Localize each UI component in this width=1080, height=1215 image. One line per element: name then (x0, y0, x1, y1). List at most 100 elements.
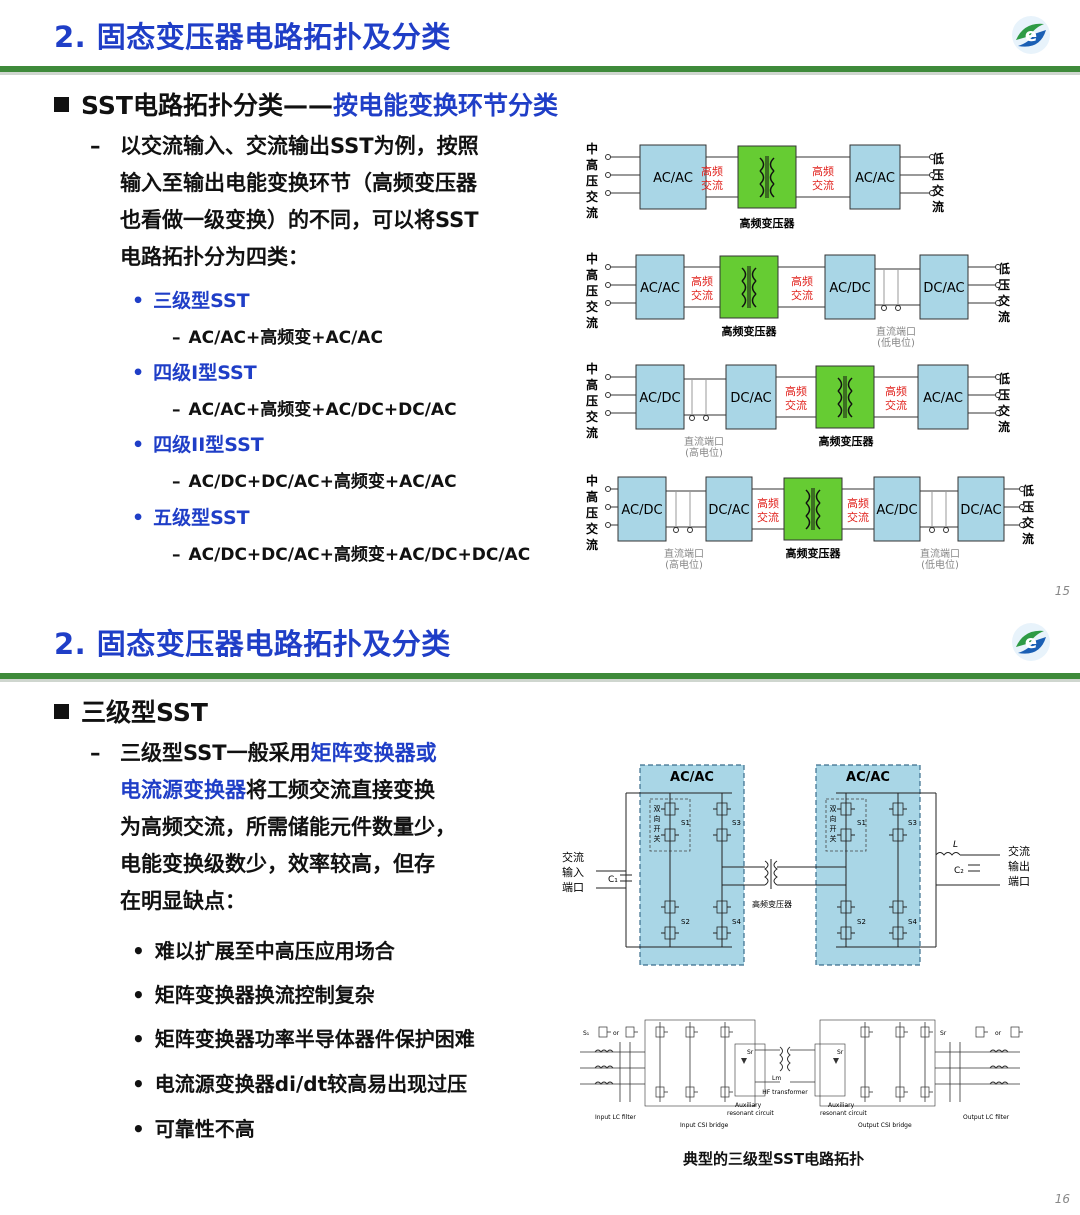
hf-ac-label: 高频 (812, 164, 834, 178)
drawback-item: 电流源变换器di/dt较高易出现过压 (132, 1068, 467, 1097)
mv-label: 交 (586, 521, 598, 536)
input-port-label: 输入 (562, 865, 584, 879)
mv-label: 交 (586, 189, 598, 204)
converter-label: DC/AC (923, 281, 964, 296)
winding (741, 267, 747, 282)
type-detail: AC/DC+DC/AC+高频变+AC/AC (172, 467, 457, 492)
converter-block (849, 144, 901, 210)
mv-label: 压 (586, 174, 598, 188)
mv-label: 中 (586, 473, 598, 488)
square-bullet-icon (54, 704, 69, 719)
output-port-label: 端口 (1008, 875, 1030, 888)
converter-block (919, 254, 969, 320)
winding (773, 860, 778, 886)
lv-label: 低 (997, 261, 1010, 276)
switch-label: S2 (857, 918, 866, 926)
page-number: 15 (1054, 584, 1070, 598)
winding (751, 280, 757, 295)
header-rule (0, 673, 1080, 679)
dc-port-label: 直流端口 (664, 547, 704, 560)
header-rule-shadow (0, 72, 1080, 75)
type-detail: AC/AC+高频变+AC/AC (172, 323, 383, 348)
terminal (995, 264, 1001, 270)
mv-label: 中 (586, 141, 598, 156)
hf-ac-label: 高频 (757, 496, 779, 510)
section-highlight: 按电能变换环节分类 (332, 91, 558, 120)
switch-label: S3 (732, 819, 741, 827)
converter-label: DC/AC (730, 391, 771, 406)
terminal (605, 172, 611, 178)
mv-label: 流 (586, 315, 598, 330)
section-text: SST电路拓扑分类—— (81, 91, 333, 120)
mv-label: 交 (586, 299, 598, 314)
converter-label: AC/AC (855, 171, 895, 186)
terminal (895, 305, 901, 311)
winding (815, 515, 821, 530)
intro-line: 以交流输入、交流输出SST为例，按照 (120, 134, 479, 158)
inductor-symbol (935, 852, 961, 856)
mv-label: 中 (586, 361, 598, 376)
hf-ac-label: 高频 (885, 384, 907, 398)
mv-label: 压 (586, 506, 598, 520)
slide-title: 2. 固态变压器电路拓扑及分类 (54, 627, 451, 661)
slide-title: 2. 固态变压器电路拓扑及分类 (54, 20, 451, 54)
intro-line: 为高频交流，所需储能元件数量少， (120, 815, 456, 839)
drawback-item: 矩阵变换器功率半导体器件保护困难 (132, 1023, 475, 1052)
transformer-block (815, 365, 875, 429)
square-bullet-icon (54, 97, 69, 112)
drawback-item: 难以扩展至中高压应用场合 (132, 935, 395, 964)
mv-label: 中 (586, 251, 598, 266)
aux-left-label: Auxiliary (735, 1102, 762, 1109)
capacitor-label: C₁ (608, 875, 618, 885)
lv-label: 流 (1022, 531, 1034, 546)
winding (759, 157, 765, 172)
figure-caption: 典型的三级型SST电路拓扑 (683, 1150, 865, 1168)
lm-label: Lm (772, 1075, 781, 1082)
switch-note: 双 (830, 805, 837, 813)
terminal (605, 504, 611, 510)
dc-port-label: 直流端口 (920, 547, 960, 560)
type-name: 四级II型SST (132, 430, 264, 457)
hf-ac-label: 高频 (691, 274, 713, 288)
winding (769, 157, 775, 172)
drawback-item: 可靠性不高 (132, 1113, 255, 1142)
dash-marker: – (90, 741, 101, 765)
winding (847, 377, 853, 392)
slide-15: 2. 固态变压器电路拓扑及分类 e SST电路拓扑分类——按电能变换环节分类 –… (0, 0, 1080, 607)
type-detail: AC/DC+DC/AC+高频变+AC/DC+DC/AC (172, 540, 531, 565)
terminal (929, 154, 935, 160)
transformer-label: 高频变压器 (786, 546, 842, 560)
aux-right-label: Auxiliary (828, 1102, 855, 1109)
company-logo: e (1012, 623, 1050, 661)
lv-label: 低 (1021, 483, 1034, 498)
hf-ac-label: 交流 (701, 178, 723, 192)
transformer-label: 高频变压器 (752, 899, 792, 909)
switch-label: S3 (908, 819, 917, 827)
company-logo: e (1012, 16, 1050, 54)
lv-label: 低 (997, 371, 1010, 386)
mv-label: 压 (586, 284, 598, 298)
converter-block (635, 254, 685, 320)
input-lc-label: Input LC filter (595, 1114, 636, 1121)
converter-block (639, 144, 707, 210)
terminal (943, 527, 949, 533)
terminal (929, 527, 935, 533)
winding (815, 489, 821, 504)
inductor-symbol (594, 1065, 614, 1069)
switch-note: 关 (654, 834, 661, 843)
winding (759, 183, 765, 198)
drawback-item: 矩阵变换器换流控制复杂 (132, 979, 375, 1008)
converter-block (824, 254, 876, 320)
winding (769, 170, 775, 185)
lv-label: 压 (998, 278, 1010, 292)
hf-ac-label: 高频 (847, 496, 869, 510)
winding (759, 170, 765, 185)
terminal (995, 410, 1001, 416)
terminal (605, 154, 611, 160)
intro-paragraph: 以交流输入、交流输出SST为例，按照 输入至输出电能变换环节（高频变压器 也看做… (120, 128, 550, 276)
hf-ac-label: 交流 (847, 510, 869, 524)
hf-ac-label: 高频 (701, 164, 723, 178)
